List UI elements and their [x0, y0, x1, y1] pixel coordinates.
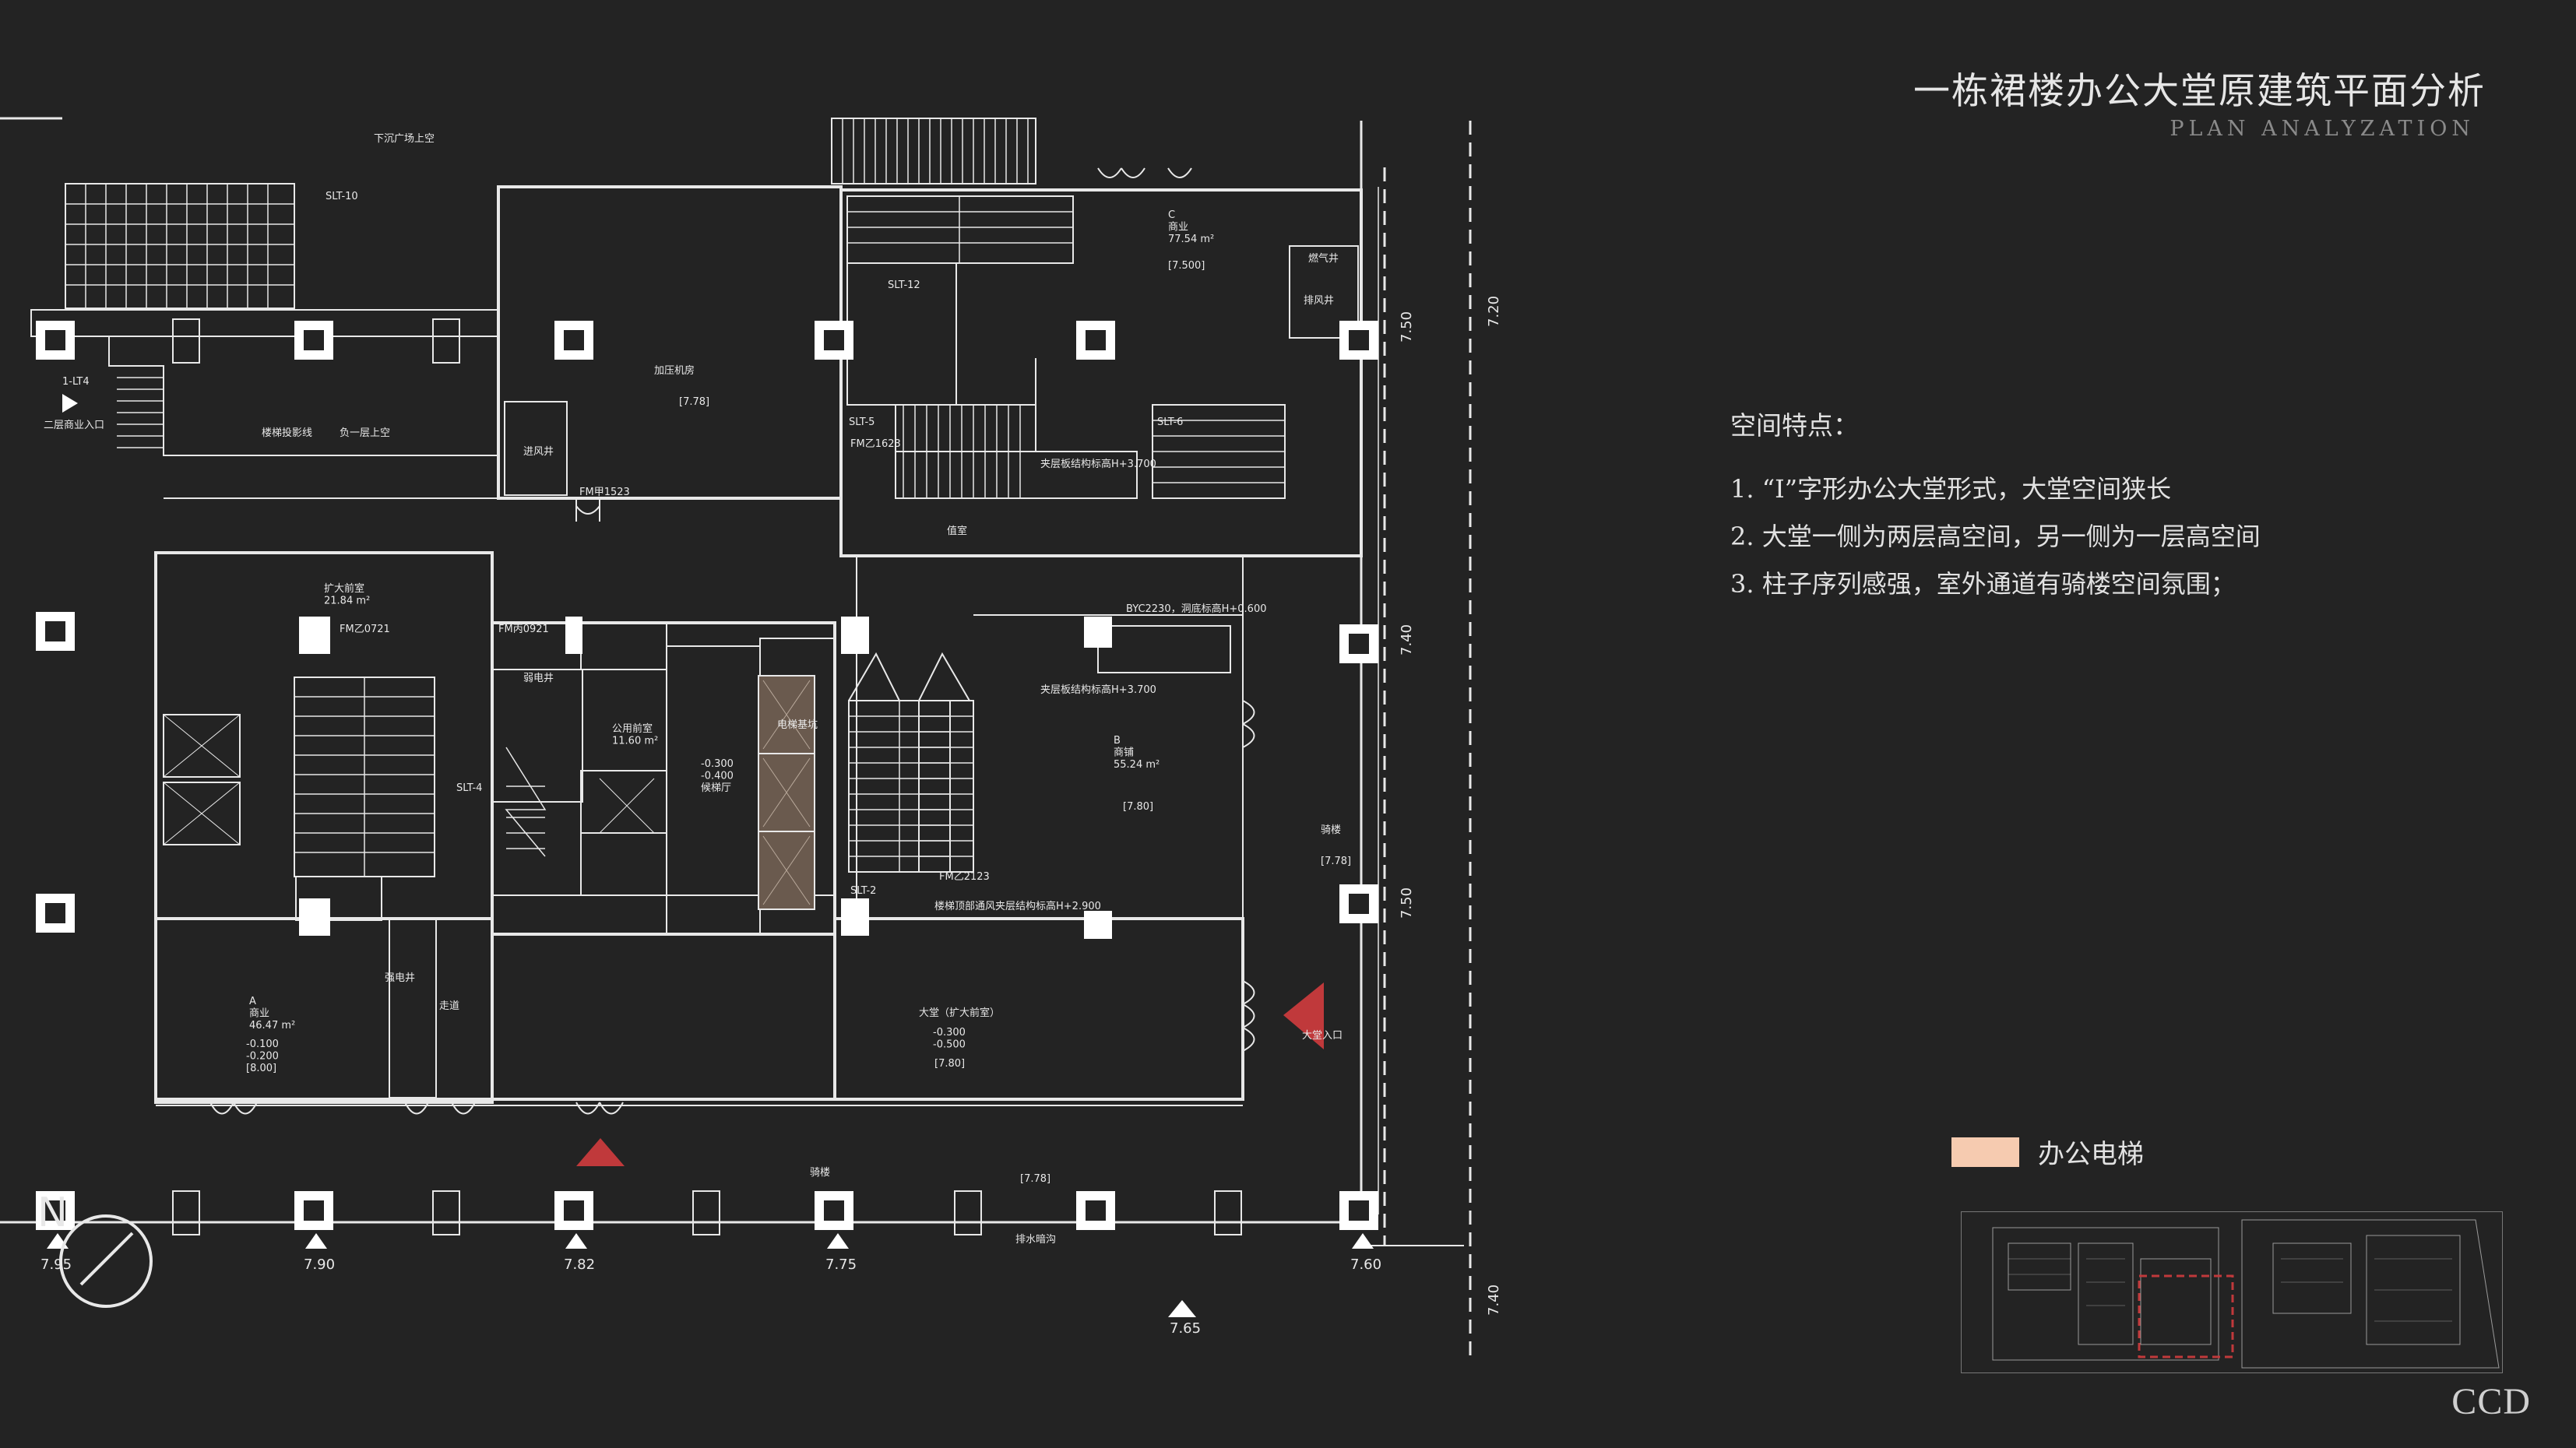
note-item: 2. 大堂一侧为两层高空间，另一侧为一层高空间: [1730, 522, 2261, 551]
room-label: 排风井: [1304, 295, 1334, 307]
bottom-entry-marker: [576, 1138, 625, 1166]
room-label: [7.500]: [1168, 260, 1205, 272]
key-plan-thumbnail: [1961, 1211, 2503, 1373]
room-label: 值室: [947, 525, 967, 537]
tag-label: SLT-10: [326, 191, 358, 202]
north-arrow-icon: [59, 1214, 153, 1308]
level-label: 7.60: [1350, 1256, 1381, 1273]
room-label: 进风井: [523, 446, 554, 458]
room-label: 骑楼: [810, 1167, 830, 1179]
room-label: 二层商业入口: [44, 420, 104, 431]
tag-label: FM乙0721: [340, 624, 390, 635]
level-label: 7.20: [1486, 296, 1502, 327]
tag-label: FM甲1523: [579, 487, 630, 498]
tag-label: SLT-12: [888, 279, 920, 291]
room-label: 下沉广场上空: [374, 133, 435, 145]
tag-label: FM丙0921: [498, 624, 549, 635]
tag-label: FM乙1623: [850, 438, 901, 450]
tag-label: SLT-5: [849, 416, 875, 428]
legend: 办公电梯: [1951, 1133, 2144, 1171]
level-label: 7.40: [1399, 624, 1415, 655]
tag-label: SLT-6: [1157, 416, 1183, 428]
level-label: 7.95: [40, 1256, 72, 1273]
lobby-entry-marker: [1283, 982, 1324, 1049]
note-item: 3. 柱子序列感强，室外通道有骑楼空间氛围；: [1730, 569, 2236, 599]
room-label: 强电井: [385, 972, 415, 984]
tag-label: 1-LT4: [62, 376, 90, 388]
room-label: [7.78]: [1020, 1173, 1050, 1185]
room-label: 排水暗沟: [1015, 1234, 1056, 1246]
brand-logo: CCD: [2451, 1381, 2531, 1422]
room-label: 负一层上空: [340, 427, 390, 439]
page-title: 一栋裙楼办公大堂原建筑平面分析: [1913, 70, 2486, 113]
tag-label: 夹层板结构标高H+3.700: [1040, 458, 1156, 470]
room-label: 燃气井: [1308, 252, 1339, 265]
tag-label: SLT-2: [850, 885, 876, 897]
room-label: -0.300-0.500: [933, 1027, 966, 1051]
room-label: 大堂（扩大前室）: [919, 1007, 1000, 1019]
room-label: [7.78]: [679, 396, 709, 408]
room-label: 走道: [439, 1000, 459, 1012]
tag-label: 夹层板结构标高H+3.700: [1040, 684, 1156, 696]
room-label: 楼梯投影线: [262, 427, 312, 439]
tag-label: FM乙2123: [939, 871, 990, 883]
room-label: 加压机房: [654, 364, 695, 377]
room-label: [7.80]: [1123, 801, 1153, 813]
page-subtitle: PLAN ANALYZATION: [2170, 117, 2475, 141]
notes-heading: 空间特点：: [1730, 410, 1859, 441]
room-label: [7.80]: [934, 1058, 965, 1070]
level-label: 7.40: [1486, 1285, 1502, 1316]
legend-label: 办公电梯: [2038, 1139, 2144, 1170]
space-features-notes: 空间特点： 1. “I”字形办公大堂形式，大堂空间狭长 2. 大堂一侧为两层高空…: [1730, 405, 2431, 608]
legend-swatch-office-elevator: [1951, 1137, 2019, 1167]
level-label: 7.90: [304, 1256, 335, 1273]
room-label: -0.100-0.200[8.00]: [246, 1039, 279, 1074]
room-label: 弱电井: [523, 673, 554, 684]
tag-label: 大堂入口: [1302, 1030, 1343, 1042]
level-label: 7.50: [1399, 887, 1415, 919]
level-label: 7.65: [1170, 1320, 1201, 1337]
level-label: 7.82: [564, 1256, 595, 1273]
note-item: 1. “I”字形办公大堂形式，大堂空间狭长: [1730, 474, 2172, 504]
svg-text:N: N: [37, 1190, 68, 1236]
room-label: 电梯基坑: [777, 719, 818, 731]
room-label: [7.78]: [1321, 856, 1351, 867]
level-label: 7.50: [1399, 311, 1415, 343]
tag-label: SLT-4: [456, 782, 482, 794]
room-label: 骑楼: [1321, 824, 1341, 836]
tag-label: 楼梯顶部通风夹层结构标高H+2.900: [934, 900, 1101, 912]
tag-label: BYC2230，洞底标高H+0.600: [1126, 603, 1266, 615]
level-label: 7.75: [825, 1256, 857, 1273]
